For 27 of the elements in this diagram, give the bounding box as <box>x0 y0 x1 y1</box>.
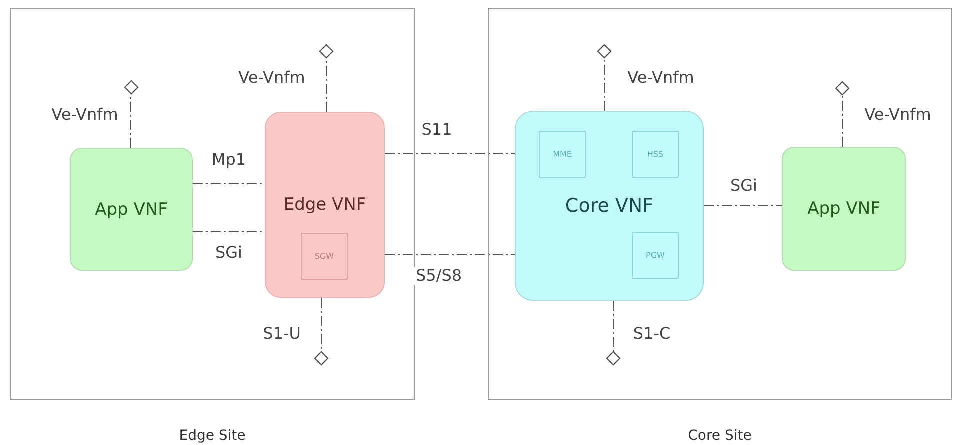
vnf-box <box>782 147 906 271</box>
function-box <box>632 232 679 279</box>
box-label: App VNF <box>95 200 168 220</box>
diamond-terminal <box>315 352 328 365</box>
vnf-box <box>265 112 385 298</box>
vnf-box <box>70 148 193 271</box>
diamond-terminal <box>598 45 611 58</box>
connector-line <box>842 94 844 148</box>
box-label: Edge VNF <box>284 195 366 215</box>
diamond-terminal <box>125 81 138 94</box>
function-box <box>301 233 348 280</box>
function-box <box>632 131 679 178</box>
function-box <box>539 131 586 178</box>
box-label: Core VNF <box>565 195 654 217</box>
box-label: SGW <box>314 252 334 261</box>
box-label: PGW <box>646 251 665 260</box>
site-heading: Core Site <box>687 429 753 443</box>
connector-line <box>604 58 606 112</box>
connector-line <box>384 254 516 256</box>
site-heading: Edge Site <box>178 429 247 443</box>
diamond-terminal <box>607 352 620 365</box>
box-label: MME <box>553 150 572 159</box>
box-label: App VNF <box>808 199 880 219</box>
diamond-terminal <box>836 82 849 95</box>
diamond-terminal <box>320 45 333 58</box>
vnf-box <box>515 111 704 301</box>
box-label: HSS <box>647 150 664 159</box>
